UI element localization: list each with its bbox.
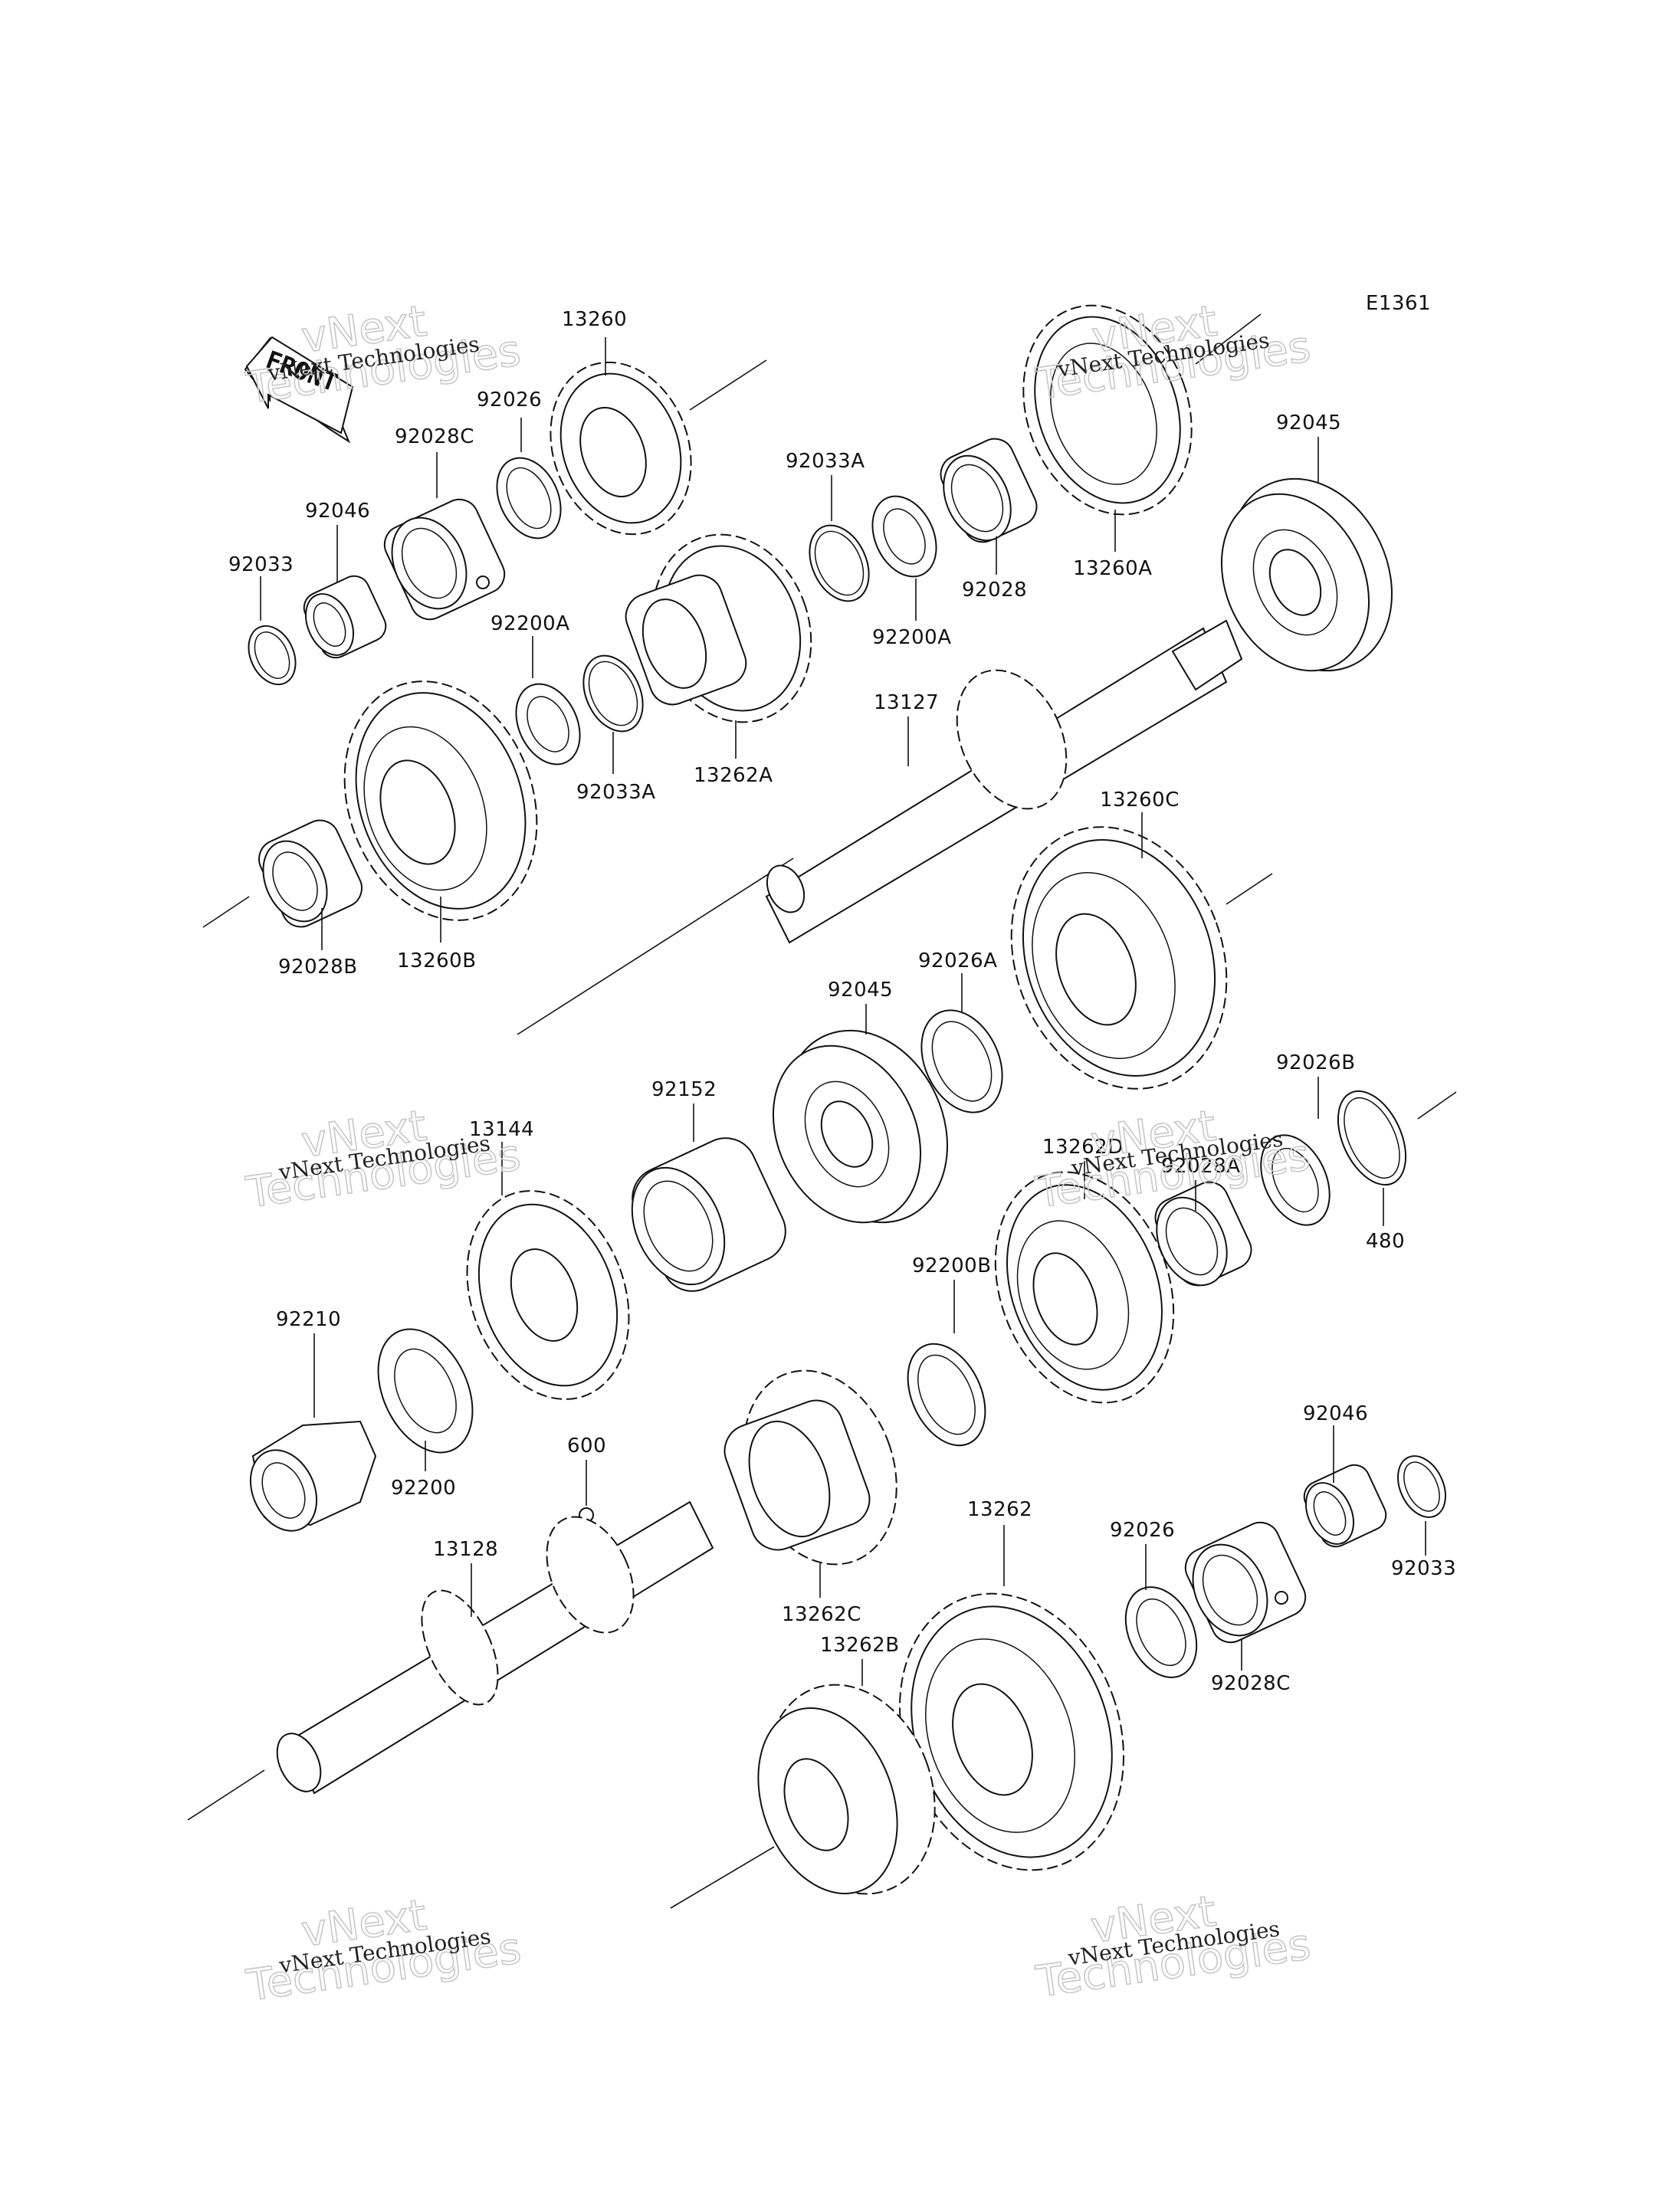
label-92045-mid: 92045 <box>828 979 893 1002</box>
label-92152: 92152 <box>651 1078 717 1101</box>
needle-bearing-92046-bottom <box>1303 1464 1387 1548</box>
circlip-92033-top <box>248 625 297 686</box>
gear-13262a <box>625 533 812 723</box>
gear-axis-13260c <box>1226 873 1273 905</box>
collar-92028c-top <box>383 498 506 621</box>
label-92028a: 92028A <box>1161 1155 1241 1178</box>
label-480: 480 <box>1366 1230 1405 1253</box>
ball-bearing-92045-mid <box>772 1029 948 1224</box>
label-92028: 92028 <box>962 579 1027 602</box>
label-13262d: 13262D <box>1042 1136 1124 1159</box>
label-92200b: 92200B <box>912 1254 992 1277</box>
watermark-bottom-right: vNext Technologies vNext Technologies <box>1032 1886 1314 2008</box>
label-92210: 92210 <box>276 1308 341 1331</box>
shaft-13127 <box>765 619 1243 944</box>
upper-axis-left <box>202 896 250 928</box>
washer-92200a-left <box>515 683 581 766</box>
lower-axis-left <box>187 1769 265 1821</box>
needle-bearing-92028b <box>258 819 363 928</box>
label-92028b: 92028B <box>278 956 358 979</box>
label-13127: 13127 <box>874 691 939 714</box>
gear-13262b <box>757 1684 936 1895</box>
label-13260a: 13260A <box>1073 557 1153 580</box>
collar-92152 <box>631 1137 786 1292</box>
label-92026a: 92026A <box>918 949 998 972</box>
label-13260: 13260 <box>562 308 627 331</box>
watermark-bottom-left: vNext Technologies vNext Technologies <box>243 1890 525 2012</box>
label-92026-top: 92026 <box>477 389 542 412</box>
collar-92028c-bottom <box>1184 1521 1307 1644</box>
watermark-mid-left: vNext Technologies vNext Technologies <box>242 1100 524 1218</box>
label-92200a-right: 92200A <box>872 626 952 649</box>
sprocket-13144 <box>466 1190 630 1400</box>
label-13262b: 13262B <box>820 1634 900 1657</box>
label-92200: 92200 <box>391 1477 456 1500</box>
washer-92026-bottom <box>1124 1586 1198 1678</box>
label-600: 600 <box>567 1435 606 1458</box>
label-13128: 13128 <box>433 1538 498 1561</box>
needle-bearing-92046-top <box>303 575 387 659</box>
label-92033a-right: 92033A <box>786 450 865 473</box>
nut-92210 <box>249 1420 377 1532</box>
label-92033a-left: 92033A <box>576 781 656 804</box>
gear-13260 <box>550 361 692 536</box>
circlip-92033a-left <box>582 654 644 733</box>
label-92046-top: 92046 <box>305 500 370 523</box>
upper-axis-right <box>689 359 767 411</box>
washer-92026b <box>1260 1134 1331 1226</box>
gear-13260b <box>343 680 538 921</box>
label-13260c: 13260C <box>1100 789 1180 812</box>
label-13262a: 13262A <box>694 764 773 787</box>
label-13262c: 13262C <box>782 1603 861 1626</box>
washer-92026-top <box>496 457 562 539</box>
washer-92200 <box>377 1328 474 1454</box>
bushing-92028a <box>1154 1181 1252 1287</box>
shaft-13128 <box>276 1500 714 1795</box>
label-92028c-bottom: 92028C <box>1211 1672 1291 1695</box>
lower-axis-13262b <box>670 1846 775 1909</box>
gear-13260c <box>1010 826 1228 1090</box>
label-92200a-left: 92200A <box>491 612 570 635</box>
bushing-92028 <box>940 438 1038 543</box>
diagram-code: E1361 <box>1366 292 1431 315</box>
circlip-92033-bottom <box>1397 1455 1446 1518</box>
label-92033-top: 92033 <box>228 553 294 576</box>
label-92026-bottom: 92026 <box>1110 1519 1175 1542</box>
gear-13260a <box>1022 304 1193 516</box>
label-92033-bottom: 92033 <box>1391 1557 1456 1580</box>
label-92026b: 92026B <box>1276 1051 1356 1074</box>
label-13144: 13144 <box>469 1118 534 1141</box>
washer-92026a <box>920 1009 1003 1113</box>
gear-13262c <box>724 1369 897 1566</box>
lower-axis-right <box>1417 1091 1457 1120</box>
label-92046-bottom: 92046 <box>1303 1402 1368 1425</box>
circlip-480 <box>1337 1090 1407 1186</box>
label-13262: 13262 <box>967 1498 1032 1521</box>
label-92045-top: 92045 <box>1276 412 1341 434</box>
shaft-axis-13127 <box>517 857 794 1035</box>
upper-axis-right2 <box>1195 313 1262 365</box>
gear-13262 <box>899 1592 1124 1871</box>
label-92028c-top: 92028C <box>395 425 474 448</box>
leader-lines <box>260 337 1426 1686</box>
ball-bearing-92045-top <box>1220 477 1393 672</box>
gear-13262d <box>994 1171 1175 1404</box>
circlip-92033a-right <box>809 524 870 602</box>
label-13260b: 13260B <box>397 949 477 972</box>
washer-92200b <box>907 1343 986 1447</box>
washer-92200a-right <box>871 495 937 578</box>
